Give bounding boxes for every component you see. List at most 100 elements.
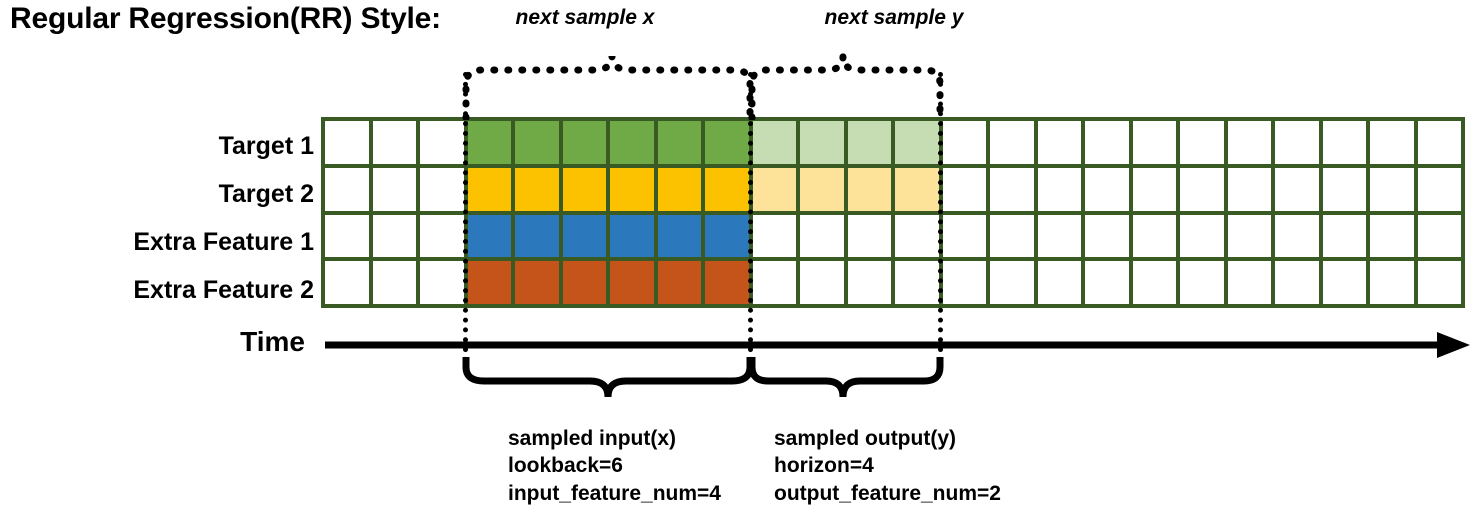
grid-cell-extra-feature-1-14 bbox=[942, 214, 986, 258]
brace-next-sample-x bbox=[462, 55, 754, 120]
sampled-input-line-1: sampled input(x) bbox=[508, 427, 677, 450]
grid-cell-target-2-19 bbox=[1180, 167, 1224, 211]
grid-cell-target-1-11 bbox=[800, 121, 844, 164]
grid-cell-target-2-23 bbox=[1370, 167, 1414, 211]
grid-cell-extra-feature-2-8 bbox=[657, 261, 701, 304]
grid-cell-extra-feature-1-6 bbox=[562, 214, 606, 258]
grid-cell-target-2-3 bbox=[420, 167, 464, 211]
grid-cell-target-1-10 bbox=[752, 121, 796, 164]
sampled-output-line-1: sampled output(y) bbox=[774, 427, 956, 450]
guide-input-end bbox=[748, 72, 753, 372]
grid-cell-extra-feature-2-2 bbox=[372, 261, 416, 304]
grid-cell-target-2-15 bbox=[990, 167, 1034, 211]
grid-cell-extra-feature-1-20 bbox=[1227, 214, 1271, 258]
grid-cell-target-1-23 bbox=[1370, 121, 1414, 164]
grid-cell-extra-feature-2-14 bbox=[942, 261, 986, 304]
row-label-column: Target 1 Target 2 Extra Feature 1 Extra … bbox=[6, 117, 314, 309]
time-axis-arrow bbox=[325, 332, 1470, 358]
grid-cell-extra-feature-1-1 bbox=[325, 214, 369, 258]
sampled-input-line-3: input_feature_num=4 bbox=[508, 481, 721, 505]
grid-cell-target-1-20 bbox=[1227, 121, 1271, 164]
grid-cell-target-1-13 bbox=[895, 121, 939, 164]
grid-cell-extra-feature-2-22 bbox=[1322, 261, 1366, 304]
guide-output-end bbox=[938, 72, 943, 372]
grid-cell-target-2-10 bbox=[752, 167, 796, 211]
brace-sampled-output bbox=[748, 357, 944, 398]
grid-cell-extra-feature-1-9 bbox=[705, 214, 749, 258]
grid-cell-extra-feature-1-21 bbox=[1275, 214, 1319, 258]
page-title: Regular Regression(RR) Style: bbox=[10, 2, 441, 35]
grid-cell-target-1-19 bbox=[1180, 121, 1224, 164]
grid-cell-target-2-2 bbox=[372, 167, 416, 211]
grid-cell-target-1-16 bbox=[1037, 121, 1081, 164]
grid-cell-target-1-9 bbox=[705, 121, 749, 164]
grid-cell-extra-feature-1-13 bbox=[895, 214, 939, 258]
grid-cell-target-1-7 bbox=[610, 121, 654, 164]
guide-input-start bbox=[463, 72, 468, 372]
bottom-caption-sampled-input: sampled input(x) lookback=6 input_featur… bbox=[508, 425, 721, 507]
grid-cell-extra-feature-2-23 bbox=[1370, 261, 1414, 304]
grid-cell-target-2-24 bbox=[1417, 167, 1461, 211]
grid-cell-target-2-6 bbox=[562, 167, 606, 211]
brace-sampled-input bbox=[462, 357, 754, 398]
grid-cell-target-1-17 bbox=[1085, 121, 1129, 164]
timeline-grid bbox=[321, 117, 1465, 308]
grid-cell-target-2-21 bbox=[1275, 167, 1319, 211]
grid-cell-extra-feature-2-12 bbox=[847, 261, 891, 304]
grid-cell-extra-feature-2-13 bbox=[895, 261, 939, 304]
row-label-target-2: Target 2 bbox=[218, 180, 314, 208]
grid-cell-extra-feature-2-24 bbox=[1417, 261, 1461, 304]
grid-cell-extra-feature-1-5 bbox=[515, 214, 559, 258]
grid-cell-extra-feature-2-10 bbox=[752, 261, 796, 304]
grid-cell-extra-feature-2-17 bbox=[1085, 261, 1129, 304]
grid-cell-extra-feature-2-18 bbox=[1132, 261, 1176, 304]
grid-cell-extra-feature-2-7 bbox=[610, 261, 654, 304]
grid-cell-extra-feature-1-4 bbox=[467, 214, 511, 258]
grid-cell-extra-feature-2-16 bbox=[1037, 261, 1081, 304]
grid-cell-extra-feature-2-15 bbox=[990, 261, 1034, 304]
time-axis-label: Time bbox=[240, 326, 305, 357]
grid-cell-extra-feature-2-20 bbox=[1227, 261, 1271, 304]
grid-cell-target-1-8 bbox=[657, 121, 701, 164]
grid-cell-target-1-24 bbox=[1417, 121, 1461, 164]
grid-cell-extra-feature-2-21 bbox=[1275, 261, 1319, 304]
grid-cell-extra-feature-1-2 bbox=[372, 214, 416, 258]
row-label-target-1: Target 1 bbox=[218, 132, 314, 160]
grid-cell-target-2-8 bbox=[657, 167, 701, 211]
grid-cell-extra-feature-1-18 bbox=[1132, 214, 1176, 258]
grid-cell-target-1-6 bbox=[562, 121, 606, 164]
sampled-output-line-3: output_feature_num=2 bbox=[774, 481, 1001, 505]
grid-cell-extra-feature-1-15 bbox=[990, 214, 1034, 258]
grid-cell-target-1-14 bbox=[942, 121, 986, 164]
grid-cell-target-2-22 bbox=[1322, 167, 1366, 211]
bottom-brace-group bbox=[462, 357, 944, 398]
grid-cell-target-2-7 bbox=[610, 167, 654, 211]
grid-cell-target-2-16 bbox=[1037, 167, 1081, 211]
grid-cell-extra-feature-1-24 bbox=[1417, 214, 1461, 258]
grid-cell-extra-feature-1-12 bbox=[847, 214, 891, 258]
grid-cell-target-1-1 bbox=[325, 121, 369, 164]
grid-cell-extra-feature-2-3 bbox=[420, 261, 464, 304]
grid-cell-extra-feature-2-9 bbox=[705, 261, 749, 304]
grid-cell-extra-feature-1-7 bbox=[610, 214, 654, 258]
grid-cell-target-1-22 bbox=[1322, 121, 1366, 164]
grid-cell-target-2-4 bbox=[467, 167, 511, 211]
grid-cell-extra-feature-1-8 bbox=[657, 214, 701, 258]
grid-cell-target-1-15 bbox=[990, 121, 1034, 164]
grid-cell-target-1-5 bbox=[515, 121, 559, 164]
top-caption-next-sample-y: next sample y bbox=[824, 6, 964, 29]
grid-cell-target-1-3 bbox=[420, 121, 464, 164]
brace-next-sample-y bbox=[748, 55, 944, 120]
grid-cell-extra-feature-1-23 bbox=[1370, 214, 1414, 258]
grid-cell-target-1-12 bbox=[847, 121, 891, 164]
grid-cell-target-1-18 bbox=[1132, 121, 1176, 164]
grid-cell-extra-feature-2-11 bbox=[800, 261, 844, 304]
grid-cell-extra-feature-1-10 bbox=[752, 214, 796, 258]
grid-cell-target-2-20 bbox=[1227, 167, 1271, 211]
row-label-extra-feature-2: Extra Feature 2 bbox=[133, 276, 314, 304]
grid-cell-target-2-17 bbox=[1085, 167, 1129, 211]
grid-cell-extra-feature-1-22 bbox=[1322, 214, 1366, 258]
row-label-extra-feature-1: Extra Feature 1 bbox=[133, 228, 314, 256]
top-caption-next-sample-x: next sample x bbox=[515, 6, 655, 29]
sampled-input-line-2: lookback=6 bbox=[508, 454, 623, 478]
